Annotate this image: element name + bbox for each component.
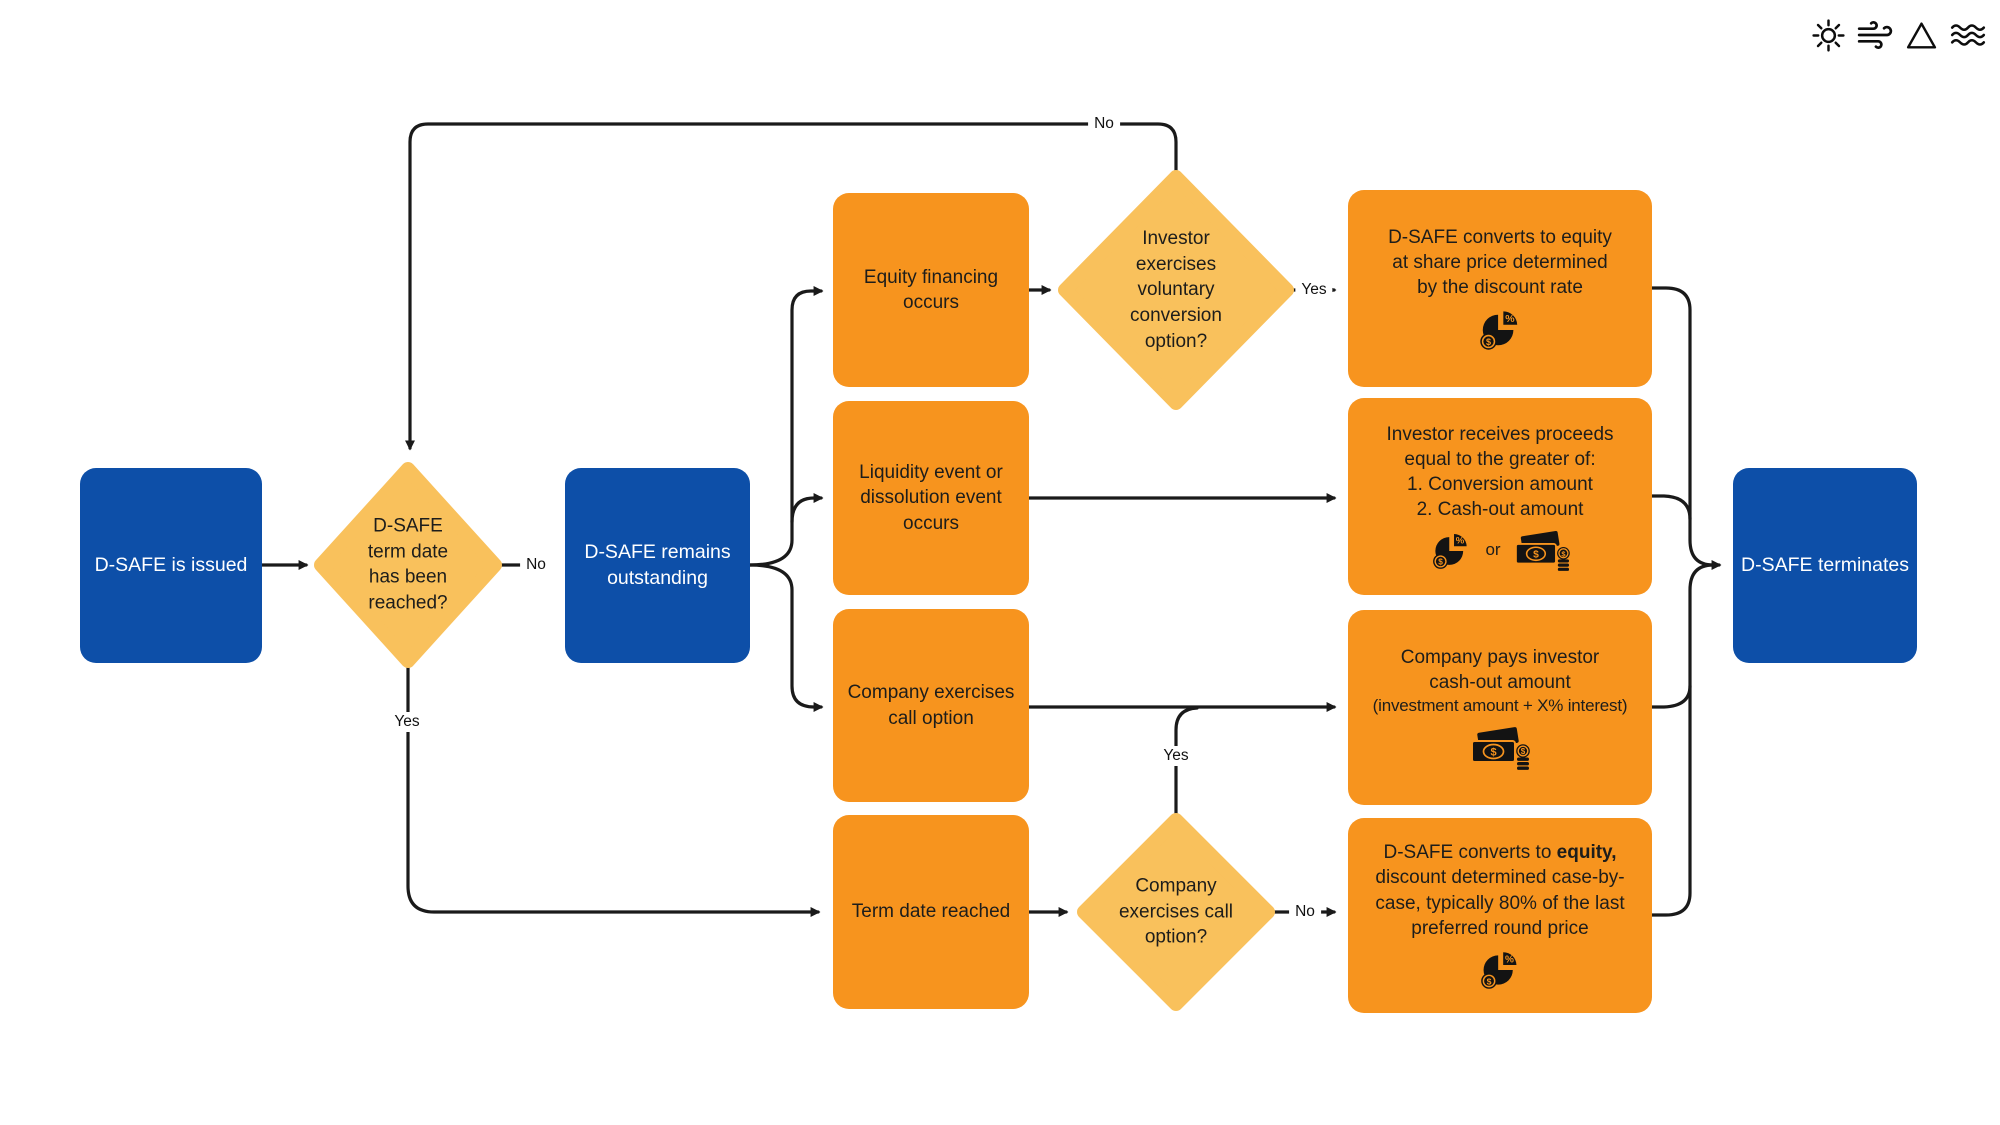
outcome-line: Investor receives proceeds (1386, 423, 1614, 445)
pie-discount-icon (1477, 949, 1523, 991)
outcome-node-conversion-discount: D-SAFE converts to equity at share price… (1348, 190, 1652, 387)
or-label: or (1485, 540, 1501, 560)
edge-label-yes: Yes (1157, 746, 1195, 766)
edge-label-yes: Yes (388, 712, 426, 732)
edge-outcome1-to-terminate (1650, 286, 1722, 570)
wind-icon (1857, 21, 1893, 49)
start-node: D-SAFE is issued (80, 468, 262, 663)
outstanding-node: D-SAFE remains outstanding (565, 468, 750, 663)
cash-icon (1513, 530, 1571, 571)
outcome-text-bold: equity, (1556, 842, 1617, 864)
terminate-node: D-SAFE terminates (1733, 468, 1917, 663)
outcome-node-cash-out: Company pays investor cash-out amount (i… (1348, 610, 1652, 805)
outcome-node-conversion-80pct: D-SAFE converts to equity, discount dete… (1348, 818, 1652, 1013)
edge-label-no: No (1289, 902, 1321, 922)
event-label: Company exercises call option (847, 682, 1015, 729)
start-node-label: D-SAFE is issued (94, 553, 248, 576)
event-node-call-option: Company exercises call option (833, 609, 1029, 802)
edge-label-no: No (1088, 114, 1120, 134)
event-label: Term date reached (851, 901, 1011, 923)
outcome-line: cash-out amount (1429, 672, 1571, 694)
outcome-text-suffix: discount determined case-by-case, typica… (1375, 867, 1625, 939)
outcome-line: 1. Conversion amount (1407, 474, 1593, 495)
outstanding-node-label: D-SAFE remains outstanding (584, 540, 731, 589)
edge-outstanding-to-liquidity (790, 493, 824, 524)
sun-icon (1812, 18, 1845, 52)
outcome-text-prefix: D-SAFE converts to (1383, 842, 1557, 864)
cash-icon (1469, 726, 1531, 770)
edge-label-yes: Yes (1295, 280, 1333, 300)
call-option-decision-label: Company exercises call option? (1118, 875, 1234, 948)
edge-label-no: No (520, 555, 552, 575)
edge-call-decision-yes (1174, 706, 1199, 817)
outcome-line: at share price determined (1392, 251, 1608, 273)
term-date-decision-label: D-SAFE term date has been reached? (367, 515, 449, 614)
edge-voluntary-no-loop (405, 122, 1178, 451)
call-option-decision-shape (1077, 813, 1275, 1011)
outcome-line: by the discount rate (1417, 277, 1583, 299)
event-label: Equity financing occurs (863, 266, 999, 313)
outcome-line: D-SAFE converts to equity (1388, 226, 1612, 248)
outcome-node-greater-proceeds: Investor receives proceeds equal to the … (1348, 398, 1652, 595)
waves-icon (1950, 24, 1986, 46)
event-label: Liquidity event or dissolution event occ… (859, 462, 1003, 534)
outcome-line: 2. Cash-out amount (1416, 499, 1584, 521)
voluntary-conversion-decision-shape (1058, 170, 1294, 410)
edge-outcome4-to-terminate (1650, 563, 1715, 917)
pie-discount-icon (1476, 308, 1524, 352)
terminate-node-label: D-SAFE terminates (1741, 553, 1909, 576)
outcome-line: Company pays investor (1400, 647, 1600, 669)
voluntary-conversion-decision-label: Investor exercises voluntary conversion … (1130, 227, 1222, 352)
edge-outstanding-to-call (748, 563, 824, 712)
edge-outstanding-to-equity (748, 286, 824, 567)
edge-outcome2-merge (1650, 494, 1692, 521)
edge-outcome3-merge (1650, 684, 1692, 709)
event-node-equity-financing: Equity financing occurs (833, 193, 1029, 387)
outcome-line: equal to the greater of: (1404, 448, 1596, 470)
outcome-line: (investment amount + X% interest) (1372, 696, 1628, 716)
triangle-icon (1906, 21, 1937, 49)
term-date-decision-shape (314, 462, 502, 668)
elements-logo (1810, 16, 1987, 54)
pie-discount-icon (1429, 531, 1473, 571)
event-node-term-date: Term date reached (833, 815, 1029, 1009)
event-node-liquidity: Liquidity event or dissolution event occ… (833, 401, 1029, 595)
outcome-text: D-SAFE converts to equity, discount dete… (1363, 840, 1637, 940)
edge-term-decision-yes (406, 664, 821, 917)
